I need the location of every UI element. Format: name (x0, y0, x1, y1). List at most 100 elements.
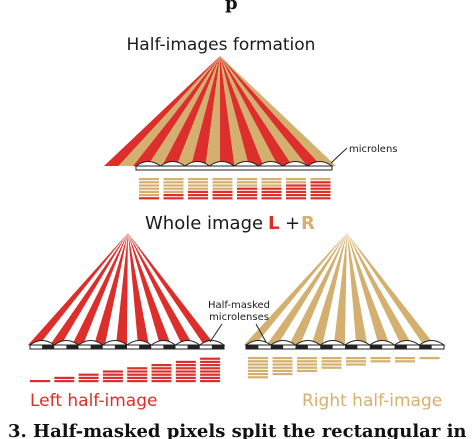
pixel-bar (248, 363, 268, 366)
pixel-bar (248, 357, 268, 360)
light-ray-wedge (205, 56, 220, 166)
pixel-bar (346, 363, 366, 366)
lens-mask (90, 345, 103, 349)
pixel-bar (272, 366, 293, 369)
pixel-bar (272, 373, 293, 376)
pixel-bar (261, 187, 282, 190)
pixel-bar (200, 370, 221, 373)
pixel-bar (321, 357, 342, 360)
whole-image-label: Whole image (145, 213, 263, 234)
lens-mask (114, 345, 127, 349)
pixel-bar (127, 367, 148, 370)
right-microlens-row (244, 340, 446, 350)
left-light-cone (28, 233, 226, 345)
right-light-cone (244, 233, 446, 345)
light-ray-wedge (266, 233, 347, 345)
pixel-bar (102, 376, 123, 379)
pixel-bar (248, 360, 268, 363)
light-ray-wedge (83, 233, 128, 345)
half-masked-pointer-right (255, 323, 267, 343)
pixel-bar (370, 357, 391, 360)
lens-mask (66, 345, 79, 349)
whole-image-r-letter: R (301, 213, 315, 234)
pixel-bar (310, 178, 331, 181)
pixel-bar (151, 380, 172, 383)
light-ray-wedge (39, 233, 128, 345)
pixel-bar (139, 194, 159, 197)
pixel-bar (163, 184, 184, 187)
light-ray-wedge (127, 233, 138, 345)
pixel-bar (261, 184, 282, 187)
pixel-bar (78, 373, 99, 376)
light-ray-wedge (311, 233, 347, 345)
pixel-bar (212, 190, 233, 193)
half-masked-pointer-left (209, 323, 223, 343)
pixel-bar (127, 370, 148, 373)
microlens-pointer (330, 147, 348, 164)
pixel-bar (261, 190, 282, 193)
pixel-bar (261, 197, 282, 200)
pixel-bar (200, 380, 221, 383)
light-ray-wedge (345, 233, 357, 345)
pixel-bar (151, 364, 172, 367)
light-ray-wedge (333, 233, 347, 345)
pixel-bar (200, 360, 221, 363)
pixel-bar (175, 373, 196, 376)
pixel-bar (237, 197, 257, 200)
pixel-bar (297, 360, 317, 363)
pixel-bar (212, 194, 233, 197)
diagram-title: Half-images formation (127, 35, 316, 55)
pixel-bar (175, 367, 196, 370)
light-ray-wedge (347, 233, 390, 345)
pixel-bar (297, 369, 317, 372)
pixel-bar (78, 376, 99, 379)
pixel-bar (237, 181, 257, 184)
pixel-bar (297, 357, 317, 360)
light-ray-wedge (288, 233, 347, 345)
light-ray-wedge (244, 233, 347, 345)
light-ray-wedge (133, 56, 220, 166)
pixel-bar (127, 373, 148, 376)
microlens (417, 340, 446, 346)
left-pixel-stacks (30, 357, 221, 383)
pixel-bar (127, 376, 148, 379)
light-ray-wedge (347, 233, 446, 345)
pixel-bar (188, 181, 208, 184)
pixel-bar (151, 370, 172, 373)
pixel-bar (286, 184, 306, 187)
light-ray-wedge (104, 56, 220, 166)
lens-base-plate (135, 165, 333, 171)
pixel-bar (346, 360, 366, 363)
pixel-bar (286, 197, 306, 200)
pixel-bar (346, 357, 366, 360)
pixel-bar (151, 367, 172, 370)
light-ray-wedge (61, 233, 128, 345)
pixel-bar (139, 197, 159, 200)
figure-caption: 3. Half-masked pixels split the rectangu… (8, 421, 467, 439)
pixel-bar (237, 194, 257, 197)
pixel-bar (139, 184, 159, 187)
pixel-bar (310, 194, 331, 197)
light-ray-wedge (220, 56, 336, 166)
pixel-bar (200, 367, 221, 370)
light-ray-wedge (300, 233, 347, 345)
pixel-bar (297, 363, 317, 366)
light-ray-wedge (118, 56, 220, 166)
pixel-bar (139, 181, 159, 184)
light-ray-wedge (162, 56, 220, 166)
top-microlens-row (134, 161, 334, 171)
microlens (305, 161, 334, 167)
microlens (198, 340, 226, 346)
pixel-bar (175, 360, 196, 363)
right-half-image-label: Right half-image (302, 391, 442, 411)
pixel-bar (212, 197, 233, 200)
pixel-bar (163, 187, 184, 190)
pixel-bar (272, 360, 293, 363)
pixel-bar (237, 184, 257, 187)
pixel-bar (248, 376, 268, 379)
lens-mask (139, 345, 152, 349)
lens-mask (270, 345, 284, 349)
lens-mask (246, 345, 259, 349)
half-masked-label-line1: Half-masked (208, 300, 270, 311)
top-light-cone (104, 56, 336, 166)
